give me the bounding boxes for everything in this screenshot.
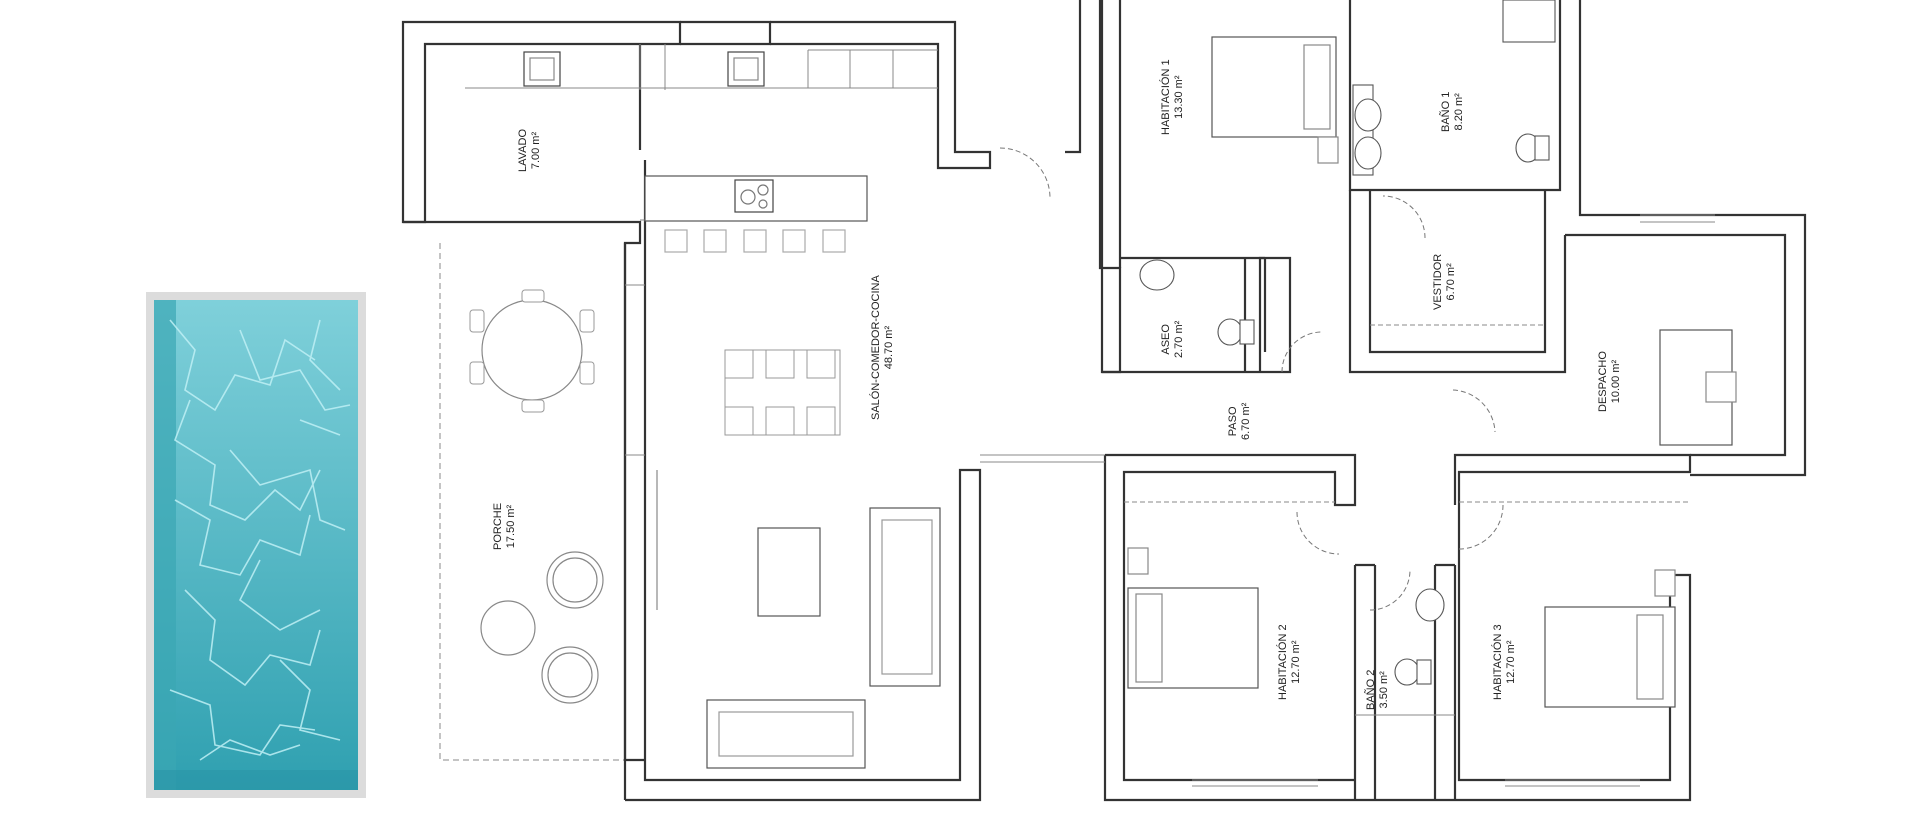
lounge-chairs-icon [480, 551, 604, 704]
room-name: SALÓN-COMEDOR-COCINA [870, 275, 882, 420]
room-label-porche: PORCHE 17.50 m² [492, 503, 518, 550]
room-name: VESTIDOR [1432, 253, 1444, 310]
room-name: LAVADO [517, 129, 529, 172]
room-label-paso: PASO 6.70 m² [1227, 403, 1253, 440]
room-area: 8.20 m² [1453, 93, 1465, 131]
room-label-aseo: ASEO 2.70 m² [1160, 321, 1186, 358]
room-label-bano1: BAÑO 1 8.20 m² [1440, 92, 1466, 132]
toilet-icon [1217, 318, 1243, 346]
room-area: 10.00 m² [1610, 359, 1622, 404]
dining-chairs-icon [469, 289, 595, 413]
room-label-bano2: BAÑO 2 3.50 m² [1365, 670, 1391, 710]
washbasin-icon [1354, 98, 1382, 132]
room-area: 3.50 m² [1378, 671, 1390, 709]
bedroom-furniture [1127, 36, 1737, 708]
washbasin-icon [1415, 588, 1445, 622]
interior-lines [465, 44, 1690, 716]
dining-table-icon [724, 349, 841, 436]
room-name: HABITACIÓN 3 [1492, 624, 1504, 700]
room-label-vestidor: VESTIDOR 6.70 m² [1432, 254, 1458, 310]
room-area: 6.70 m² [1240, 402, 1252, 440]
washbasin-icon [1139, 259, 1175, 291]
room-name: PASO [1227, 406, 1239, 437]
porche-area [439, 243, 625, 761]
room-name: HABITACIÓN 1 [1160, 59, 1172, 135]
room-area: 13.30 m² [1173, 75, 1185, 119]
desk-icon [1659, 329, 1733, 446]
windows [625, 214, 1715, 787]
kitchen-fixtures [523, 51, 868, 253]
swimming-pool [146, 292, 366, 798]
door-swings [999, 147, 1504, 611]
room-name: HABITACIÓN 2 [1277, 624, 1289, 700]
room-area: 48.70 m² [883, 325, 895, 370]
room-area: 2.70 m² [1173, 320, 1185, 358]
bathtub-icon [1502, 0, 1556, 43]
coffee-table-icon [757, 527, 821, 617]
room-name: PORCHE [492, 502, 504, 550]
round-table-icon [481, 299, 583, 401]
washbasin-icon [1354, 136, 1382, 170]
living-room-furniture [656, 470, 941, 769]
room-label-habitacion3: HABITACIÓN 3 12.70 m² [1492, 624, 1518, 700]
room-name: DESPACHO [1597, 351, 1609, 412]
room-name: ASEO [1160, 324, 1172, 355]
room-area: 12.70 m² [1505, 640, 1517, 684]
room-area: 7.00 m² [530, 131, 542, 170]
room-label-lavado: LAVADO 7.00 m² [517, 129, 543, 172]
room-label-salon: SALÓN-COMEDOR-COCINA 48.70 m² [870, 275, 896, 420]
bathroom-fixtures [1139, 0, 1556, 686]
water-caustics-pattern [169, 319, 351, 761]
room-label-despacho: DESPACHO 10.00 m² [1597, 351, 1623, 412]
room-name: BAÑO 2 [1365, 669, 1377, 710]
room-area: 6.70 m² [1445, 263, 1457, 301]
room-area: 12.70 m² [1290, 640, 1302, 684]
room-label-habitacion1: HABITACIÓN 1 13.30 m² [1160, 59, 1186, 135]
room-area: 17.50 m² [505, 504, 517, 549]
room-name: BAÑO 1 [1440, 91, 1452, 132]
room-label-habitacion2: HABITACIÓN 2 12.70 m² [1277, 624, 1303, 700]
toilet-icon [1394, 658, 1420, 686]
